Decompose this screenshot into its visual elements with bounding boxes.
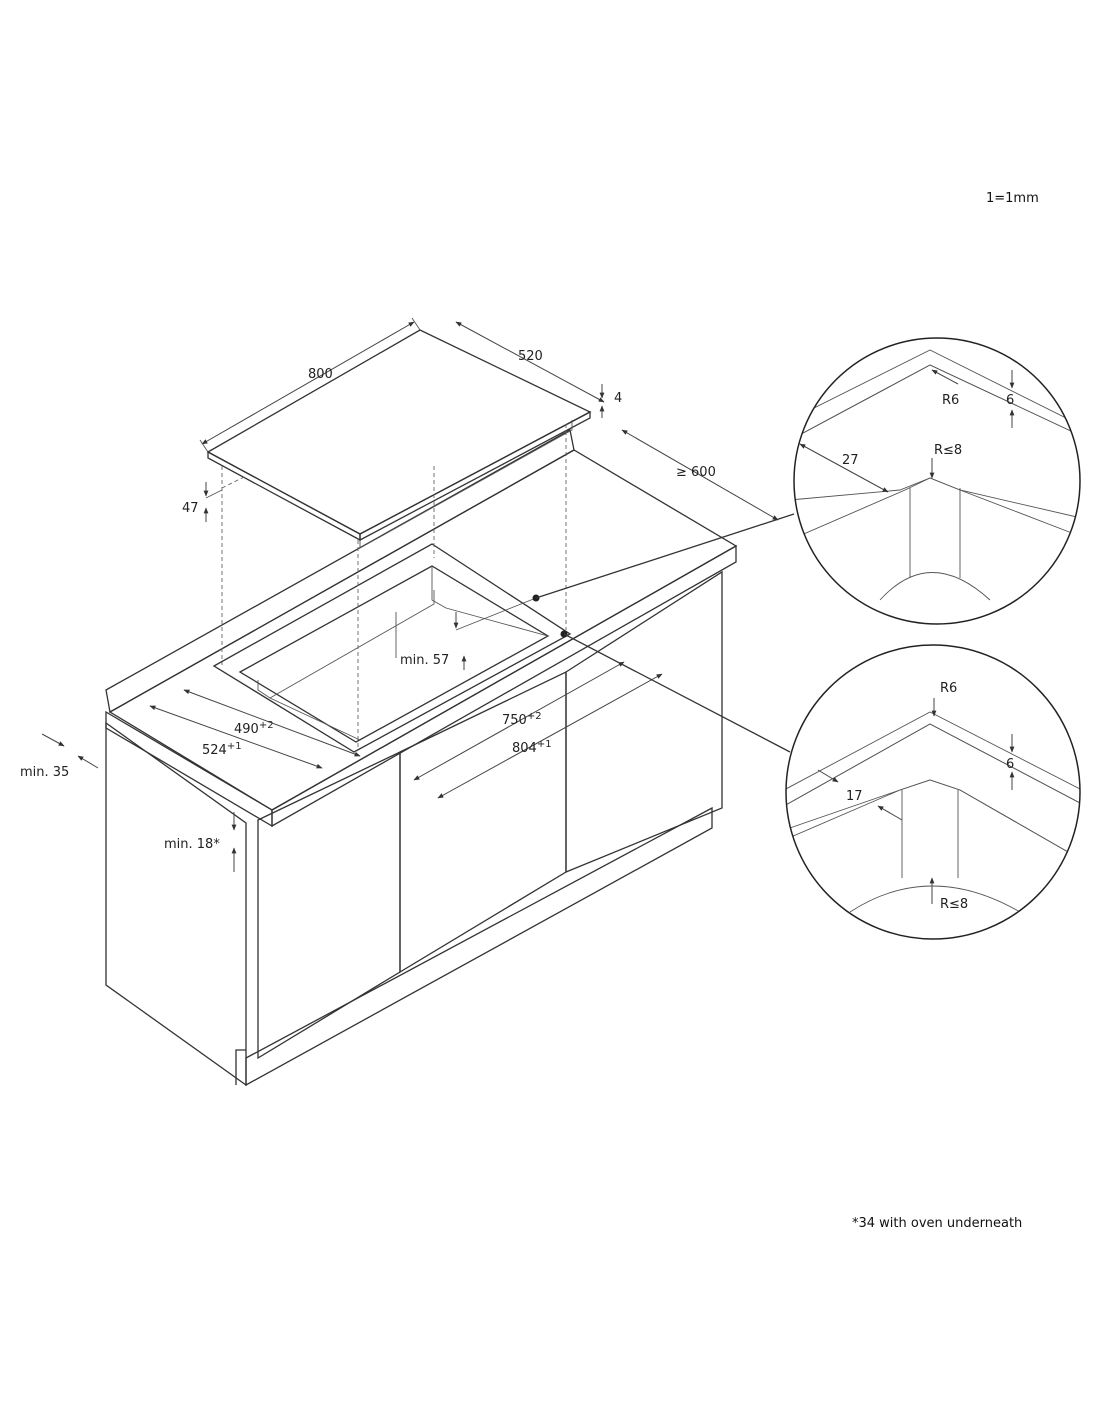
label-glass-thickness: 4 bbox=[614, 391, 622, 406]
footnote: *34 with oven underneath bbox=[852, 1216, 1023, 1231]
cabinet-side-panel bbox=[105, 721, 247, 1087]
detail-top-radius-outer: R6 bbox=[942, 393, 959, 408]
cabinet bbox=[105, 570, 723, 1087]
label-min-worktop: min. 18* bbox=[164, 837, 220, 852]
detail-bottom-rebate-width: 17 bbox=[846, 789, 863, 804]
label-hob-height: 47 bbox=[182, 501, 199, 516]
detail-bottom-radius-outer: R6 bbox=[940, 681, 957, 696]
worktop-left-edge bbox=[105, 710, 273, 828]
hob-underbody bbox=[359, 420, 573, 549]
projection-lines bbox=[221, 424, 567, 748]
worktop-front-edge bbox=[271, 544, 737, 828]
label-cutout-width: 750+2 bbox=[502, 711, 542, 728]
dimension-labels: 800 520 4 47 ≥ 600 min. 57 490+2 524+1 7… bbox=[20, 349, 1014, 912]
hob-glass-edge bbox=[207, 450, 361, 542]
label-cutout-depth: 490+2 bbox=[234, 720, 274, 737]
label-worktop-depth: ≥ 600 bbox=[676, 465, 716, 480]
label-frame-width: 804+1 bbox=[512, 739, 552, 756]
label-min-front: min. 57 bbox=[400, 653, 449, 668]
label-hob-depth: 520 bbox=[518, 349, 543, 364]
scale-note: 1=1mm bbox=[986, 191, 1039, 206]
worktop bbox=[105, 428, 738, 828]
cabinet-door-right bbox=[565, 570, 723, 873]
detail-top-rebate-width: 27 bbox=[842, 453, 859, 468]
plinth-notch bbox=[235, 1049, 246, 1085]
detail-circle-top bbox=[793, 337, 1081, 625]
cutout-inner-side bbox=[431, 566, 447, 609]
label-min-wall: min. 35 bbox=[20, 765, 69, 780]
detail-bottom-rebate-depth: 6 bbox=[1006, 757, 1014, 772]
detail-top-rebate-depth: 6 bbox=[1006, 393, 1014, 408]
dimension-lines bbox=[41, 317, 795, 872]
cutout-inner-wall bbox=[257, 590, 435, 699]
detail-top-radius-inner: R≤8 bbox=[934, 443, 962, 458]
hob-glass-edge-right bbox=[359, 410, 591, 542]
label-frame-depth: 524+1 bbox=[202, 741, 242, 758]
detail-bottom-radius-inner: R≤8 bbox=[940, 897, 968, 912]
label-hob-width: 800 bbox=[308, 367, 333, 382]
detail-circle-bottom bbox=[785, 644, 1081, 940]
plinth bbox=[245, 806, 713, 1087]
